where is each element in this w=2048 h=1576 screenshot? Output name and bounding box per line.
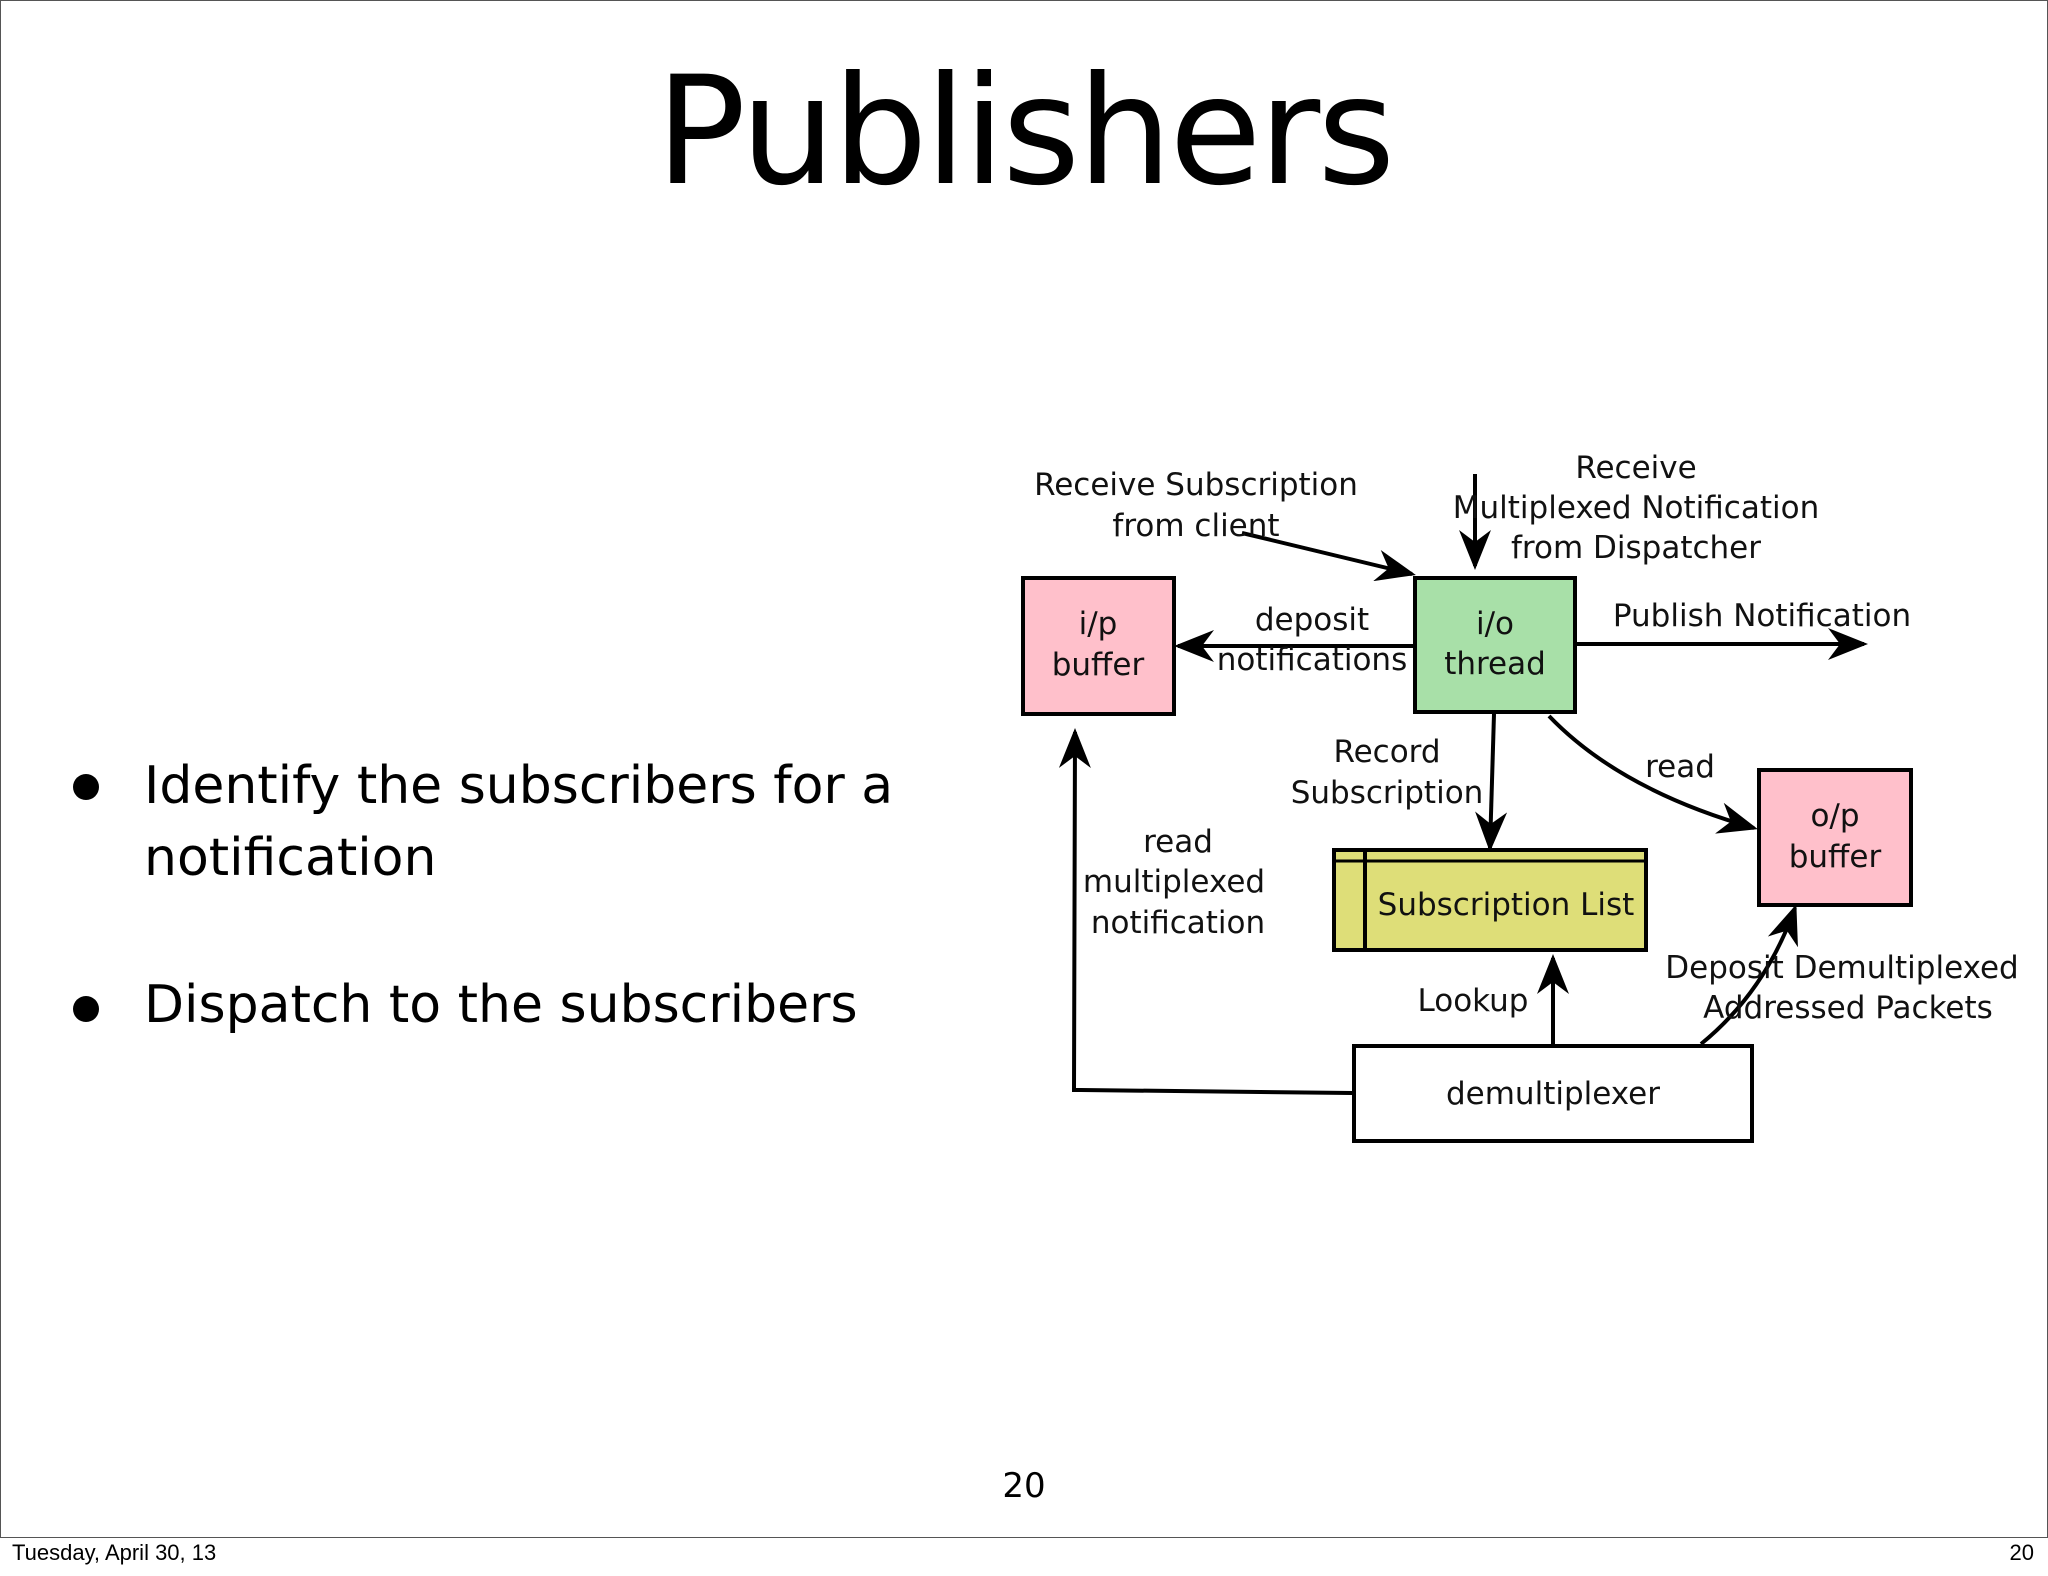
slide (0, 0, 2048, 1538)
ip-buffer-label-line-1: i/p (1079, 606, 1118, 642)
ip-buffer-label-line-2: buffer (1052, 647, 1145, 683)
receive-subscription-label-line-2: from client (1112, 508, 1279, 544)
footer-date: Tuesday, April 30, 13 (12, 1540, 217, 1565)
bullet-item-1-line-1: Identify the subscribers for a (144, 756, 894, 816)
read-op-label: read (1645, 749, 1715, 785)
subscription-list-box (1332, 848, 1648, 952)
bullet-item-2: Dispatch to the subscribers (144, 969, 858, 1041)
deposit-notifications-label-line-1: deposit (1255, 602, 1369, 638)
op-buffer-label-line-2: buffer (1789, 839, 1882, 875)
demultiplexer-node: demultiplexer (1352, 1044, 1754, 1143)
deposit-demultiplexed-label-line-2: Addressed Packets (1703, 990, 1993, 1026)
lookup-label: Lookup (1418, 983, 1529, 1019)
record-subscription-label-line-1: Record (1333, 734, 1440, 770)
publish-notification-label: Publish Notification (1613, 598, 1911, 634)
bullet-item-2-line-1: Dispatch to the subscribers (144, 975, 858, 1035)
footer-page-number: 20 (2009, 1540, 2034, 1565)
op-buffer-box (1757, 768, 1913, 907)
bullet-item-1-line-2: notification (144, 828, 437, 888)
read-multiplexed-label-line-2: multiplexed (1083, 864, 1265, 900)
bullet-dot (73, 774, 99, 800)
demultiplexer-label: demultiplexer (1446, 1076, 1660, 1112)
op-buffer-label-line-1: o/p (1810, 798, 1859, 834)
demultiplexer-box (1352, 1044, 1754, 1143)
ip-buffer-box (1021, 576, 1176, 716)
slide-number: 20 (1002, 1466, 1046, 1506)
read-multiplexed-label-line-1: read (1143, 824, 1213, 860)
ip-buffer-node: i/p buffer (1021, 576, 1176, 716)
bullet-dot (73, 996, 99, 1022)
receive-multiplexed-label-line-3: from Dispatcher (1511, 530, 1761, 566)
deposit-demultiplexed-label-line-1: Deposit Demultiplexed (1665, 950, 2019, 986)
record-subscription-label-line-2: Subscription (1291, 775, 1484, 811)
bullet-item-1: Identify the subscribers for a notificat… (144, 750, 893, 894)
receive-subscription-label-line-1: Receive Subscription (1034, 467, 1358, 503)
receive-multiplexed-label-line-1: Receive (1575, 450, 1696, 486)
io-thread-label-line-1: i/o (1476, 606, 1514, 642)
read-multiplexed-label-line-3: notification (1091, 905, 1265, 941)
io-thread-box (1413, 576, 1577, 714)
io-thread-label-line-2: thread (1444, 646, 1546, 682)
deposit-notifications-label-line-2: notifications (1217, 642, 1407, 678)
read-multiplexed-arrow (1058, 728, 1353, 1095)
io-thread-node: i/o thread (1413, 576, 1577, 714)
record-subscription-arrow (1475, 713, 1508, 852)
op-buffer-node: o/p buffer (1757, 768, 1913, 907)
receive-subscription-arrow (1241, 531, 1416, 582)
receive-multiplexed-label-line-2: Multiplexed Notification (1453, 490, 1819, 526)
read-op-arrow (1547, 714, 1758, 834)
slide-title: Publishers (655, 45, 1396, 219)
subscription-list-label: Subscription List (1378, 887, 1635, 923)
deposit-demultiplexed-arrow (1699, 904, 1798, 1046)
subscription-list-node: Subscription List (1332, 848, 1648, 952)
